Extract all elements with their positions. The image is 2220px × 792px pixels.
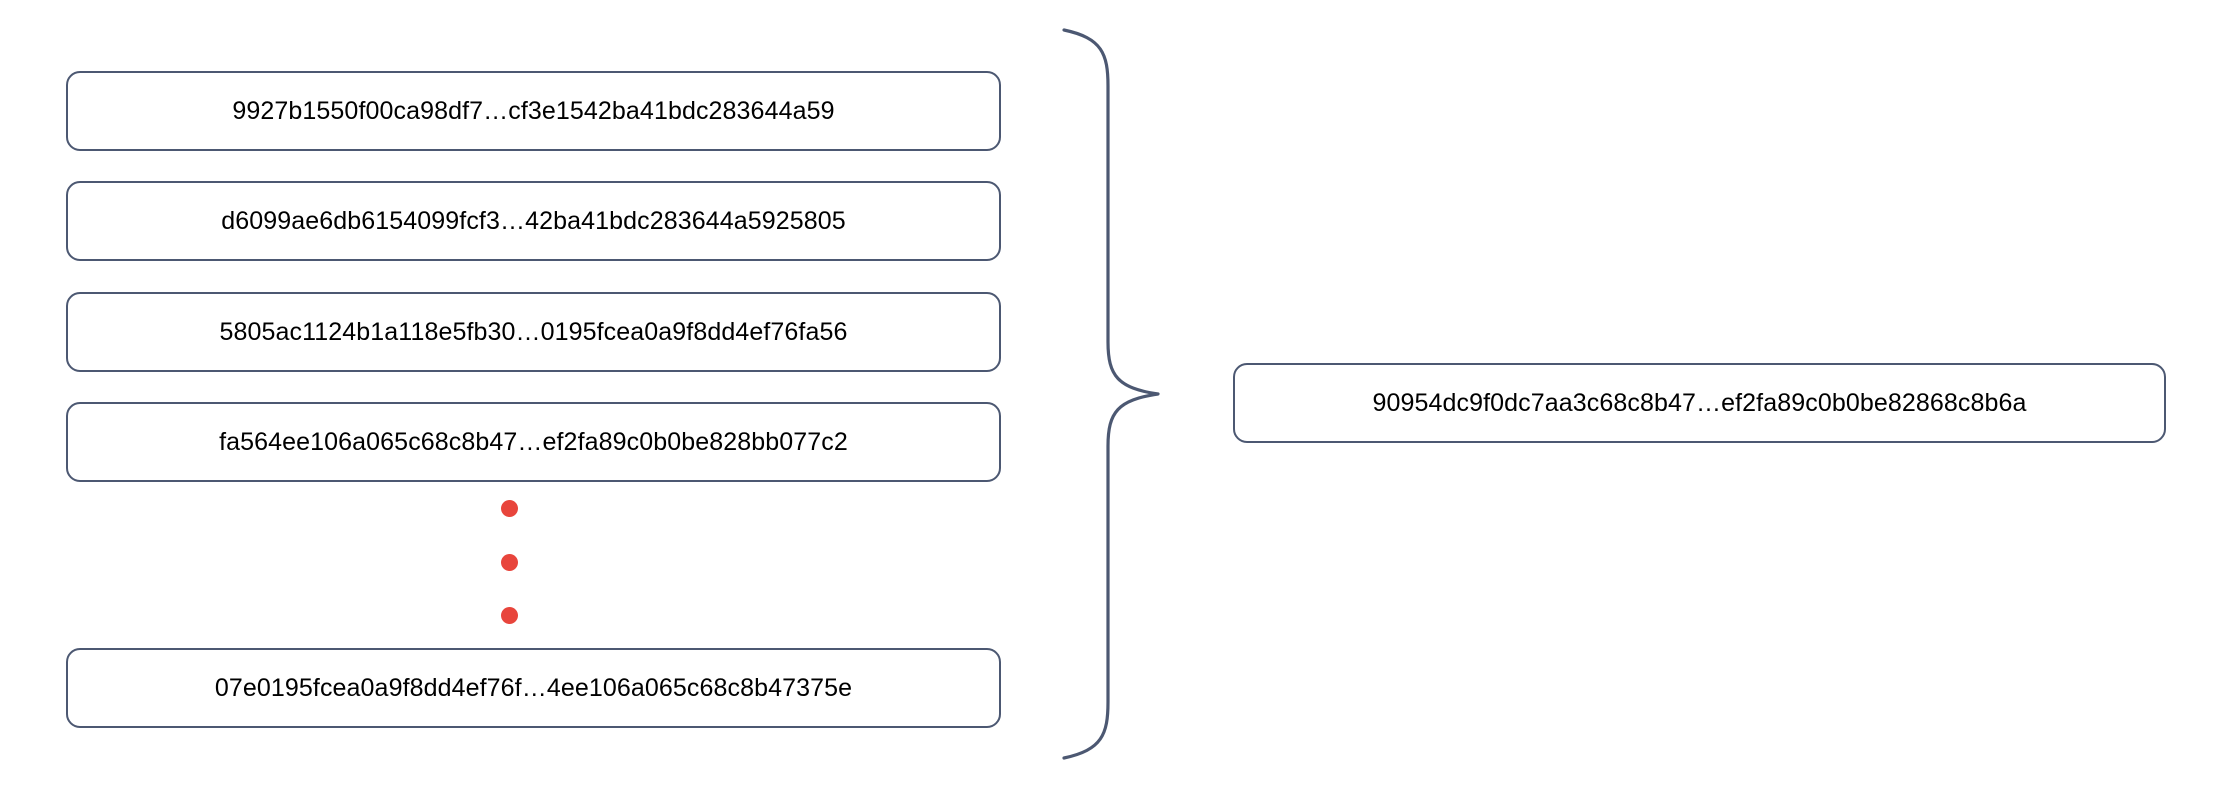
output-hash-box[interactable]: 90954dc9f0dc7aa3c68c8b47…ef2fa89c0b0be82… — [1233, 363, 2166, 443]
vertical-ellipsis-icon — [497, 500, 521, 624]
input-hash-label-4: fa564ee106a065c68c8b47…ef2fa89c0b0be828b… — [219, 427, 848, 456]
input-hash-label-1: 9927b1550f00ca98df7…cf3e1542ba41bdc28364… — [232, 96, 835, 125]
input-hash-label-2: d6099ae6db6154099fcf3…42ba41bdc283644a59… — [221, 206, 846, 235]
ellipsis-dot-2-icon — [500, 553, 518, 571]
input-hash-box-3[interactable]: 5805ac1124b1a118e5fb30…0195fcea0a9f8dd4e… — [66, 292, 1001, 372]
output-hash-label: 90954dc9f0dc7aa3c68c8b47…ef2fa89c0b0be82… — [1372, 388, 2027, 417]
ellipsis-dot-3-icon — [500, 607, 518, 624]
input-hash-label-3: 5805ac1124b1a118e5fb30…0195fcea0a9f8dd4e… — [219, 317, 848, 346]
input-hash-box-5[interactable]: 07e0195fcea0a9f8dd4ef76f…4ee106a065c68c8… — [66, 648, 1001, 728]
ellipsis-dot-1-icon — [500, 500, 518, 517]
input-hash-box-2[interactable]: d6099ae6db6154099fcf3…42ba41bdc283644a59… — [66, 181, 1001, 261]
curly-brace-svg — [1062, 28, 1160, 760]
curly-brace-icon — [1046, 24, 1176, 764]
input-hash-box-4[interactable]: fa564ee106a065c68c8b47…ef2fa89c0b0be828b… — [66, 402, 1001, 482]
input-hash-box-1[interactable]: 9927b1550f00ca98df7…cf3e1542ba41bdc28364… — [66, 71, 1001, 151]
input-hash-label-5: 07e0195fcea0a9f8dd4ef76f…4ee106a065c68c8… — [214, 673, 853, 702]
